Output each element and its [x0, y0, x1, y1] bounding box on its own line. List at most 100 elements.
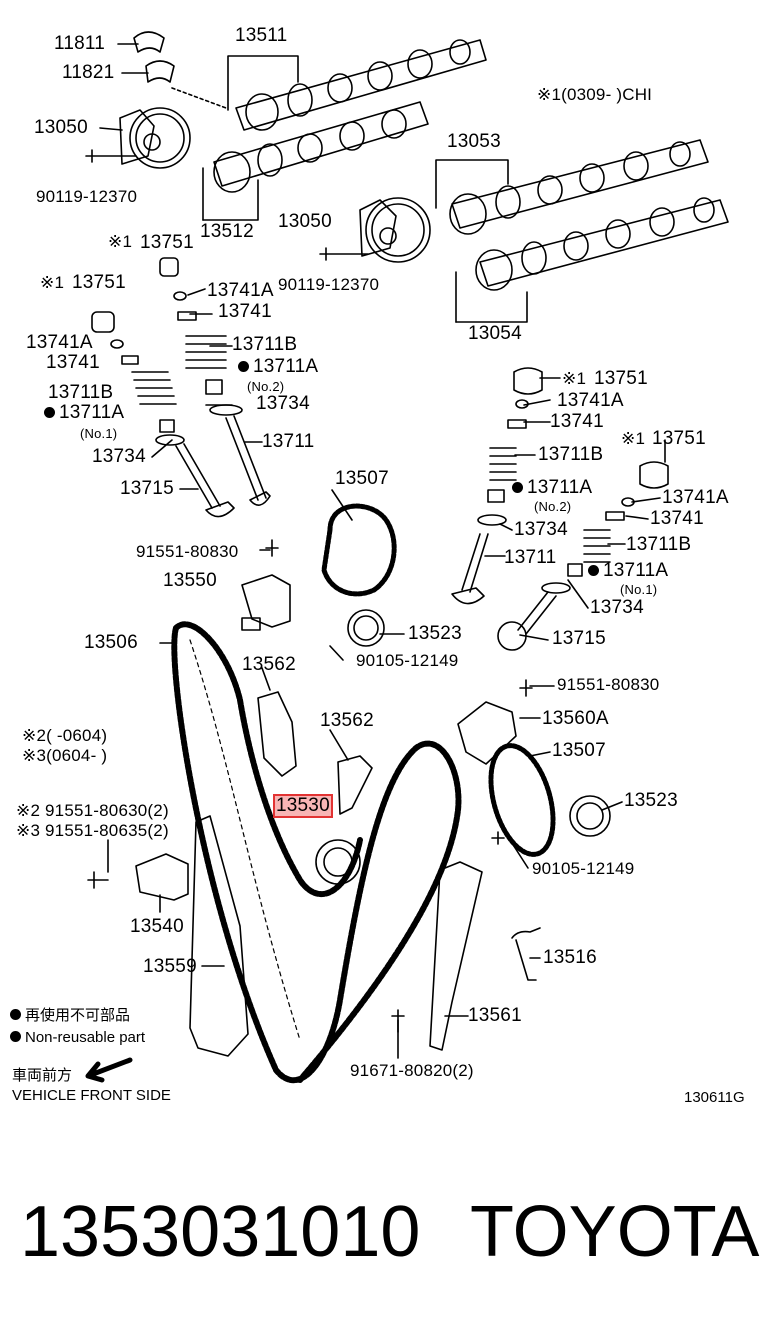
label-91551-80630: ※2 91551-80630(2) — [16, 801, 169, 820]
label-13507-lower: 13507 — [552, 740, 606, 761]
front-side-arrow — [85, 1057, 133, 1083]
label-13559: 13559 — [143, 956, 197, 977]
label-90105-lower: 90105-12149 — [532, 859, 635, 878]
vvt-gear-left — [85, 107, 191, 169]
legend-front-en: VEHICLE FRONT SIDE — [12, 1087, 171, 1104]
label-13741-left-a: 13741 — [218, 301, 272, 322]
label-no2-right: (No.2) — [534, 499, 572, 514]
label-13751-right-b: 13751 — [652, 428, 706, 449]
label-13734-right-a: 13734 — [514, 519, 568, 540]
label-13507-upper: 13507 — [335, 468, 389, 489]
mark-note-1: ※1 — [108, 232, 133, 251]
label-13550: 13550 — [163, 570, 217, 591]
label-13711B-right-b: 13711B — [626, 534, 692, 555]
label-13751-left-b: 13751 — [72, 272, 126, 293]
part-number: 1353031010 — [20, 1192, 421, 1272]
label-13711B-right-a: 13711B — [538, 444, 604, 465]
non-reusable-dot-icon — [512, 482, 523, 493]
label-13741-right-a: 13741 — [550, 411, 604, 432]
timing-chain-diagram — [85, 31, 729, 1084]
label-13711B-left-b: 13711B — [48, 382, 114, 403]
label-91551-80830-right: 91551-80830 — [557, 675, 660, 694]
label-13054: 13054 — [468, 323, 522, 344]
leader-lines — [99, 43, 666, 1059]
label-91551-80635: ※3 91551-80635(2) — [16, 821, 169, 840]
label-11821: 11821 — [62, 62, 115, 83]
label-13711A-left-b: 13711A — [44, 403, 124, 423]
label-13516: 13516 — [543, 947, 597, 968]
label-13741A-left-b: 13741A — [26, 332, 93, 353]
valve-train-right — [451, 367, 669, 651]
chain-guides — [189, 691, 483, 1057]
label-13540: 13540 — [130, 916, 184, 937]
label-13734-left-b: 13734 — [92, 446, 146, 467]
label-13530-highlighted: 13530 — [273, 794, 333, 818]
label-13050-left: 13050 — [34, 117, 88, 138]
label-13751-left-a: 13751 — [140, 232, 194, 253]
camshaft-bearing-caps — [133, 31, 175, 83]
label-13506: 13506 — [84, 632, 138, 653]
label-13734-right-b: 13734 — [590, 597, 644, 618]
label-91671: 91671-80820(2) — [350, 1061, 474, 1080]
camshaft-13511 — [235, 39, 487, 131]
legend-nonreusable-jp: 再使用不可部品 — [10, 1008, 130, 1024]
label-13562-a: 13562 — [242, 654, 296, 675]
label-13053: 13053 — [447, 131, 501, 152]
label-13050-right: 13050 — [278, 211, 332, 232]
camshaft-13512 — [213, 101, 429, 193]
label-13523-lower: 13523 — [624, 790, 678, 811]
mark-note-3: ※1 — [562, 369, 587, 388]
non-reusable-dot-icon — [238, 361, 249, 372]
label-90119-right: 90119-12370 — [278, 275, 380, 294]
label-13562-b: 13562 — [320, 710, 374, 731]
oil-jet-13516 — [511, 927, 541, 981]
mark-note-4: ※1 — [621, 429, 646, 448]
non-reusable-dot-icon — [10, 1009, 21, 1020]
note-range-3: ※3(0604- ) — [22, 746, 108, 765]
label-no2-left: (No.2) — [247, 379, 285, 394]
valve-train-left — [91, 257, 271, 518]
bolt-91671 — [391, 1009, 405, 1033]
label-13741-left-b: 13741 — [46, 352, 100, 373]
label-11811: 11811 — [54, 33, 106, 54]
idler-sprocket-13530 — [315, 839, 361, 885]
label-13711A-right-b: 13711A — [588, 561, 668, 581]
vvt-gear-right — [319, 197, 431, 263]
legend-nonreusable-en: Non-reusable part — [10, 1030, 145, 1046]
label-13711A-right-a: 13711A — [512, 478, 592, 498]
label-13511: 13511 — [235, 25, 288, 46]
label-13711A-left-a: 13711A — [238, 357, 318, 377]
secondary-chain-upper — [321, 503, 397, 647]
label-90105-upper: 90105-12149 — [356, 651, 459, 670]
label-13711-right: 13711 — [504, 547, 557, 568]
label-13523-upper: 13523 — [408, 623, 462, 644]
legend-front-jp: 車両前方 — [12, 1067, 73, 1084]
label-chi-note: ※1(0309- )CHI — [537, 85, 653, 104]
label-13561: 13561 — [468, 1005, 522, 1026]
dashed-guide — [171, 87, 227, 109]
timing-chain-13506 — [171, 621, 462, 1084]
secondary-chain-lower — [488, 743, 611, 857]
label-13741-right-b: 13741 — [650, 508, 704, 529]
diagram-id: 130611G — [684, 1089, 745, 1106]
label-13715-right: 13715 — [552, 628, 606, 649]
label-13711-left: 13711 — [262, 431, 315, 452]
non-reusable-dot-icon — [44, 407, 55, 418]
camshaft-13054 — [475, 197, 729, 291]
label-13741A-left-a: 13741A — [207, 280, 274, 301]
chain-tensioner-13550 — [241, 539, 291, 631]
non-reusable-dot-icon — [10, 1031, 21, 1042]
label-13741A-right-a: 13741A — [557, 390, 624, 411]
note-range-2: ※2( -0604) — [22, 726, 108, 745]
label-13734-left-a: 13734 — [256, 393, 310, 414]
label-13741A-right-b: 13741A — [662, 487, 729, 508]
label-13560A: 13560A — [542, 708, 609, 729]
label-no1-left: (No.1) — [80, 426, 118, 441]
label-13715-left: 13715 — [120, 478, 174, 499]
label-13751-right-a: 13751 — [594, 368, 648, 389]
label-13512: 13512 — [200, 221, 254, 242]
chain-tensioner-13540 — [87, 853, 189, 901]
mark-note-2: ※1 — [40, 273, 65, 292]
non-reusable-dot-icon — [588, 565, 599, 576]
label-91551-80830-left: 91551-80830 — [136, 542, 239, 561]
